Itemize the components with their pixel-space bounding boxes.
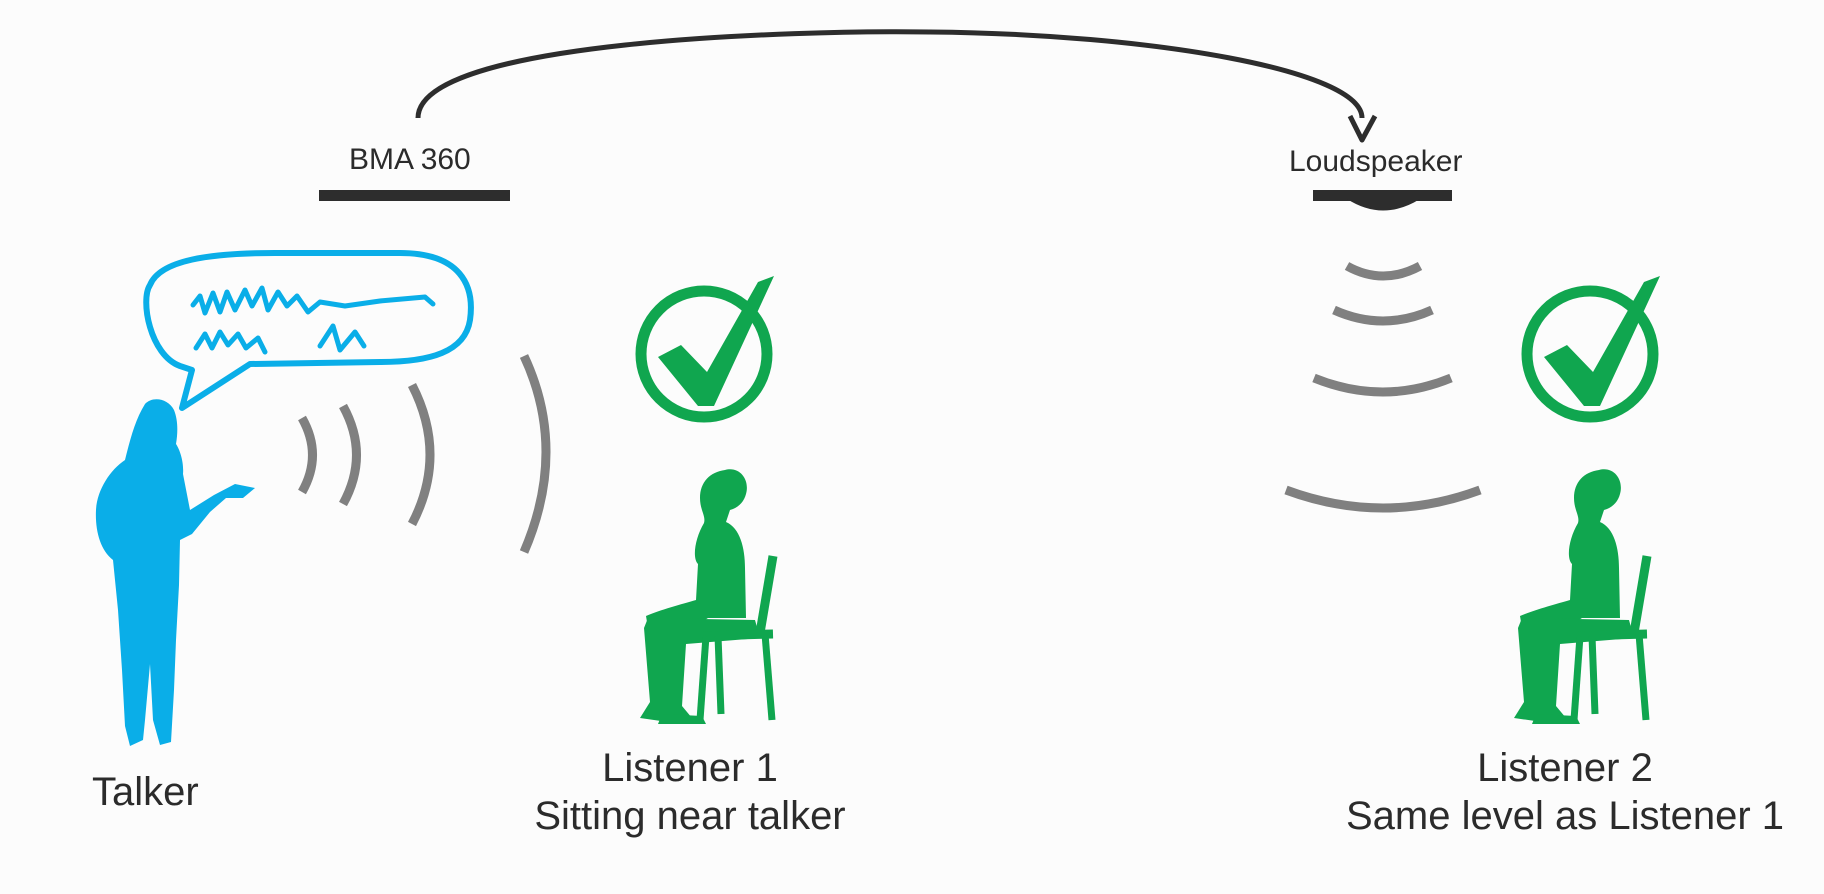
loudspeaker-icon: [1313, 190, 1452, 211]
talker-label: Talker: [92, 768, 199, 816]
listener-2-label: Listener 2 Same level as Listener 1: [1320, 744, 1810, 840]
listener-1-description: Sitting near talker: [520, 792, 860, 840]
microphone-bar: [319, 190, 510, 201]
listener-2-check-icon: [1527, 276, 1660, 417]
listener-1-figure: [640, 469, 773, 724]
loudspeaker-sound-waves: [1286, 266, 1480, 508]
talker-sound-waves: [302, 356, 546, 552]
talker-figure: [96, 399, 255, 746]
listener-1-label: Listener 1 Sitting near talker: [520, 744, 860, 840]
listener-2-figure: [1514, 469, 1647, 724]
signal-path-arrow: [418, 32, 1375, 140]
listener-2-title: Listener 2: [1320, 744, 1810, 792]
mic-label: BMA 360: [349, 143, 471, 177]
listener-1-check-icon: [641, 276, 774, 417]
listener-2-description: Same level as Listener 1: [1320, 792, 1810, 840]
listener-1-title: Listener 1: [520, 744, 860, 792]
speech-bubble-icon: [146, 253, 471, 408]
loudspeaker-label: Loudspeaker: [1289, 145, 1462, 179]
